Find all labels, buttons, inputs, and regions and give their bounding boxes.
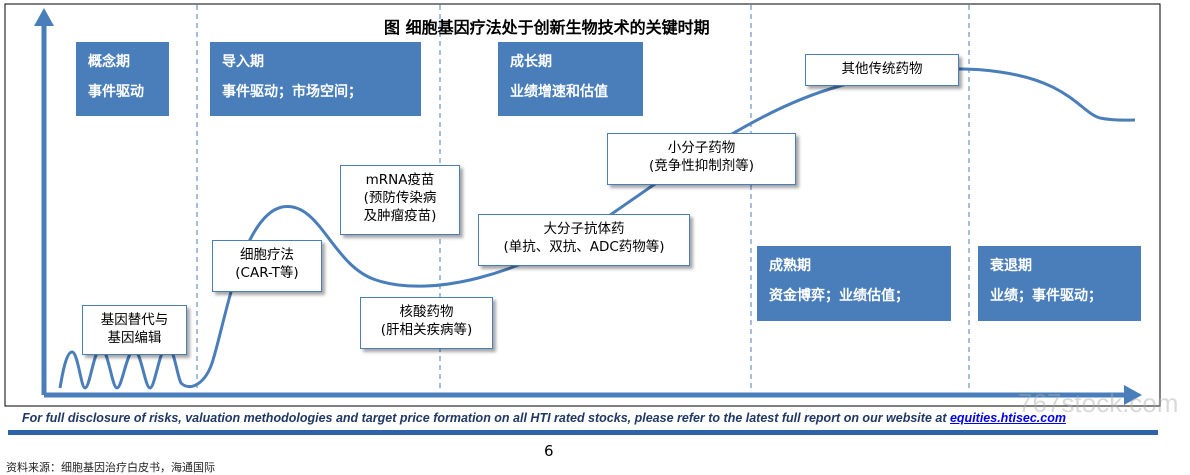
phase-maturity: 成熟期 资金博弈；业绩估值； (757, 246, 951, 321)
label-large-molecule: 大分子抗体药 (单抗、双抗、ADC药物等) (478, 214, 690, 266)
label-line: 基因编辑 (107, 330, 162, 346)
y-axis-arrow (34, 8, 54, 26)
label-line: 及肿瘤疫苗) (363, 208, 437, 224)
label-nucleic-acid: 核酸药物 (肝相关疾病等) (360, 297, 493, 349)
label-line: 核酸药物 (399, 304, 454, 320)
phase-decline: 衰退期 业绩；事件驱动； (978, 246, 1141, 321)
label-gene-replacement: 基因替代与 基因编辑 (82, 305, 187, 355)
label-line: (竞争性抑制剂等) (648, 158, 755, 174)
label-cell-therapy: 细胞疗法 (CAR-T等) (212, 240, 322, 292)
phase-name: 成熟期 (769, 258, 811, 274)
phase-driver: 事件驱动 (88, 84, 144, 100)
phase-driver: 业绩增速和估值 (510, 84, 608, 100)
footer-rule (8, 430, 1158, 435)
phase-driver: 资金博弈；业绩估值； (769, 288, 909, 304)
label-small-molecule: 小分子药物 (竞争性抑制剂等) (607, 133, 796, 185)
diagram-title: 图 细胞基因疗法处于创新生物技术的关键时期 (384, 18, 710, 37)
label-line: (预防传染病 (363, 190, 437, 206)
phase-introduction: 导入期 事件驱动；市场空间； (210, 42, 421, 116)
phase-name: 概念期 (88, 54, 130, 70)
label-line: 大分子抗体药 (543, 221, 625, 237)
phase-name: 导入期 (222, 54, 264, 70)
watermark: 767stock.com (1018, 388, 1179, 418)
label-line: 其他传统药物 (841, 61, 923, 77)
label-line: 细胞疗法 (240, 247, 294, 263)
label-line: (CAR-T等) (235, 265, 299, 281)
page-number: 6 (544, 442, 554, 460)
label-line: (肝相关疾病等) (380, 322, 473, 338)
label-line: 基因替代与 (100, 312, 169, 328)
website-link[interactable]: equities.htisec.com (949, 411, 1066, 425)
label-mrna: mRNA疫苗 (预防传染病 及肿瘤疫苗) (340, 165, 460, 235)
disclosure-body: For full disclosure of risks, valuation … (22, 411, 950, 425)
label-line: mRNA疫苗 (365, 172, 435, 188)
disclosure-text: For full disclosure of risks, valuation … (22, 411, 1066, 425)
label-line: (单抗、双抗、ADC药物等) (503, 239, 665, 255)
label-other-drugs: 其他传统药物 (805, 54, 959, 86)
phase-concept: 概念期 事件驱动 (76, 42, 169, 116)
source-note: 资料来源：细胞基因治疗白皮书，海通国际 (6, 461, 215, 474)
x-axis-arrow (1124, 385, 1142, 405)
phase-name: 成长期 (510, 54, 552, 70)
phase-driver: 事件驱动；市场空间； (222, 84, 362, 100)
diagram-frame (4, 3, 1161, 407)
phase-growth: 成长期 业绩增速和估值 (498, 42, 643, 116)
phase-name: 衰退期 (990, 258, 1032, 274)
phase-driver: 业绩；事件驱动； (990, 288, 1102, 304)
label-line: 小分子药物 (667, 140, 736, 156)
